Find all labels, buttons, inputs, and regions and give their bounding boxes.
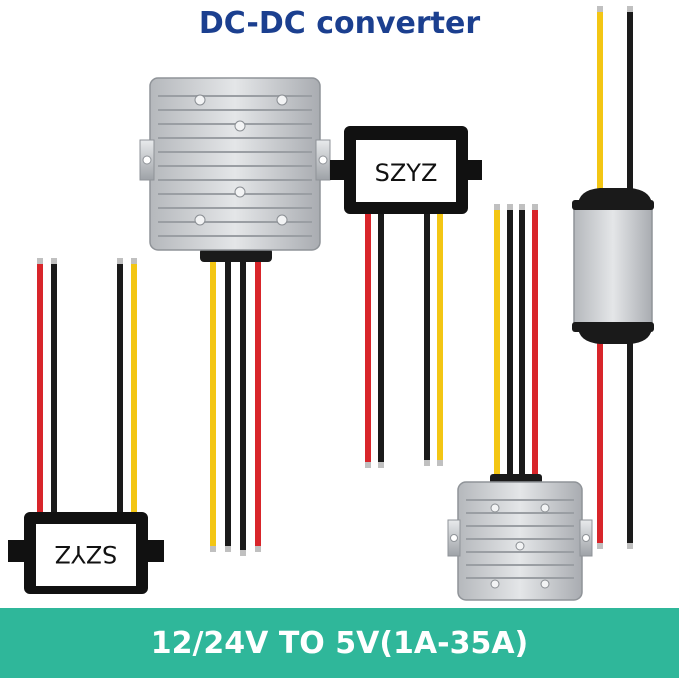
spec-banner-text: 12/24V TO 5V(1A-35A) <box>150 626 529 661</box>
spec-banner: 12/24V TO 5V(1A-35A) <box>0 608 679 678</box>
brand-label-bottom: SZYZ <box>55 540 118 568</box>
slim-tubular-converter <box>572 6 654 549</box>
small-finned-converter <box>447 204 593 601</box>
product-title: DC-DC converter <box>198 6 481 41</box>
black-module-top: SZYZ <box>330 126 482 468</box>
product-illustration: SZYZ SZYZ <box>8 6 654 601</box>
aluminum-housing <box>573 203 653 329</box>
large-converter-wires <box>210 255 261 556</box>
brand-label-top: SZYZ <box>375 159 438 187</box>
cable-gland <box>200 248 272 262</box>
black-module-bottom: SZYZ <box>8 258 164 594</box>
screw-heads <box>194 94 288 226</box>
aluminum-housing <box>149 77 321 251</box>
large-finned-converter <box>139 77 331 556</box>
module-label <box>36 524 136 586</box>
module-label <box>356 140 456 202</box>
